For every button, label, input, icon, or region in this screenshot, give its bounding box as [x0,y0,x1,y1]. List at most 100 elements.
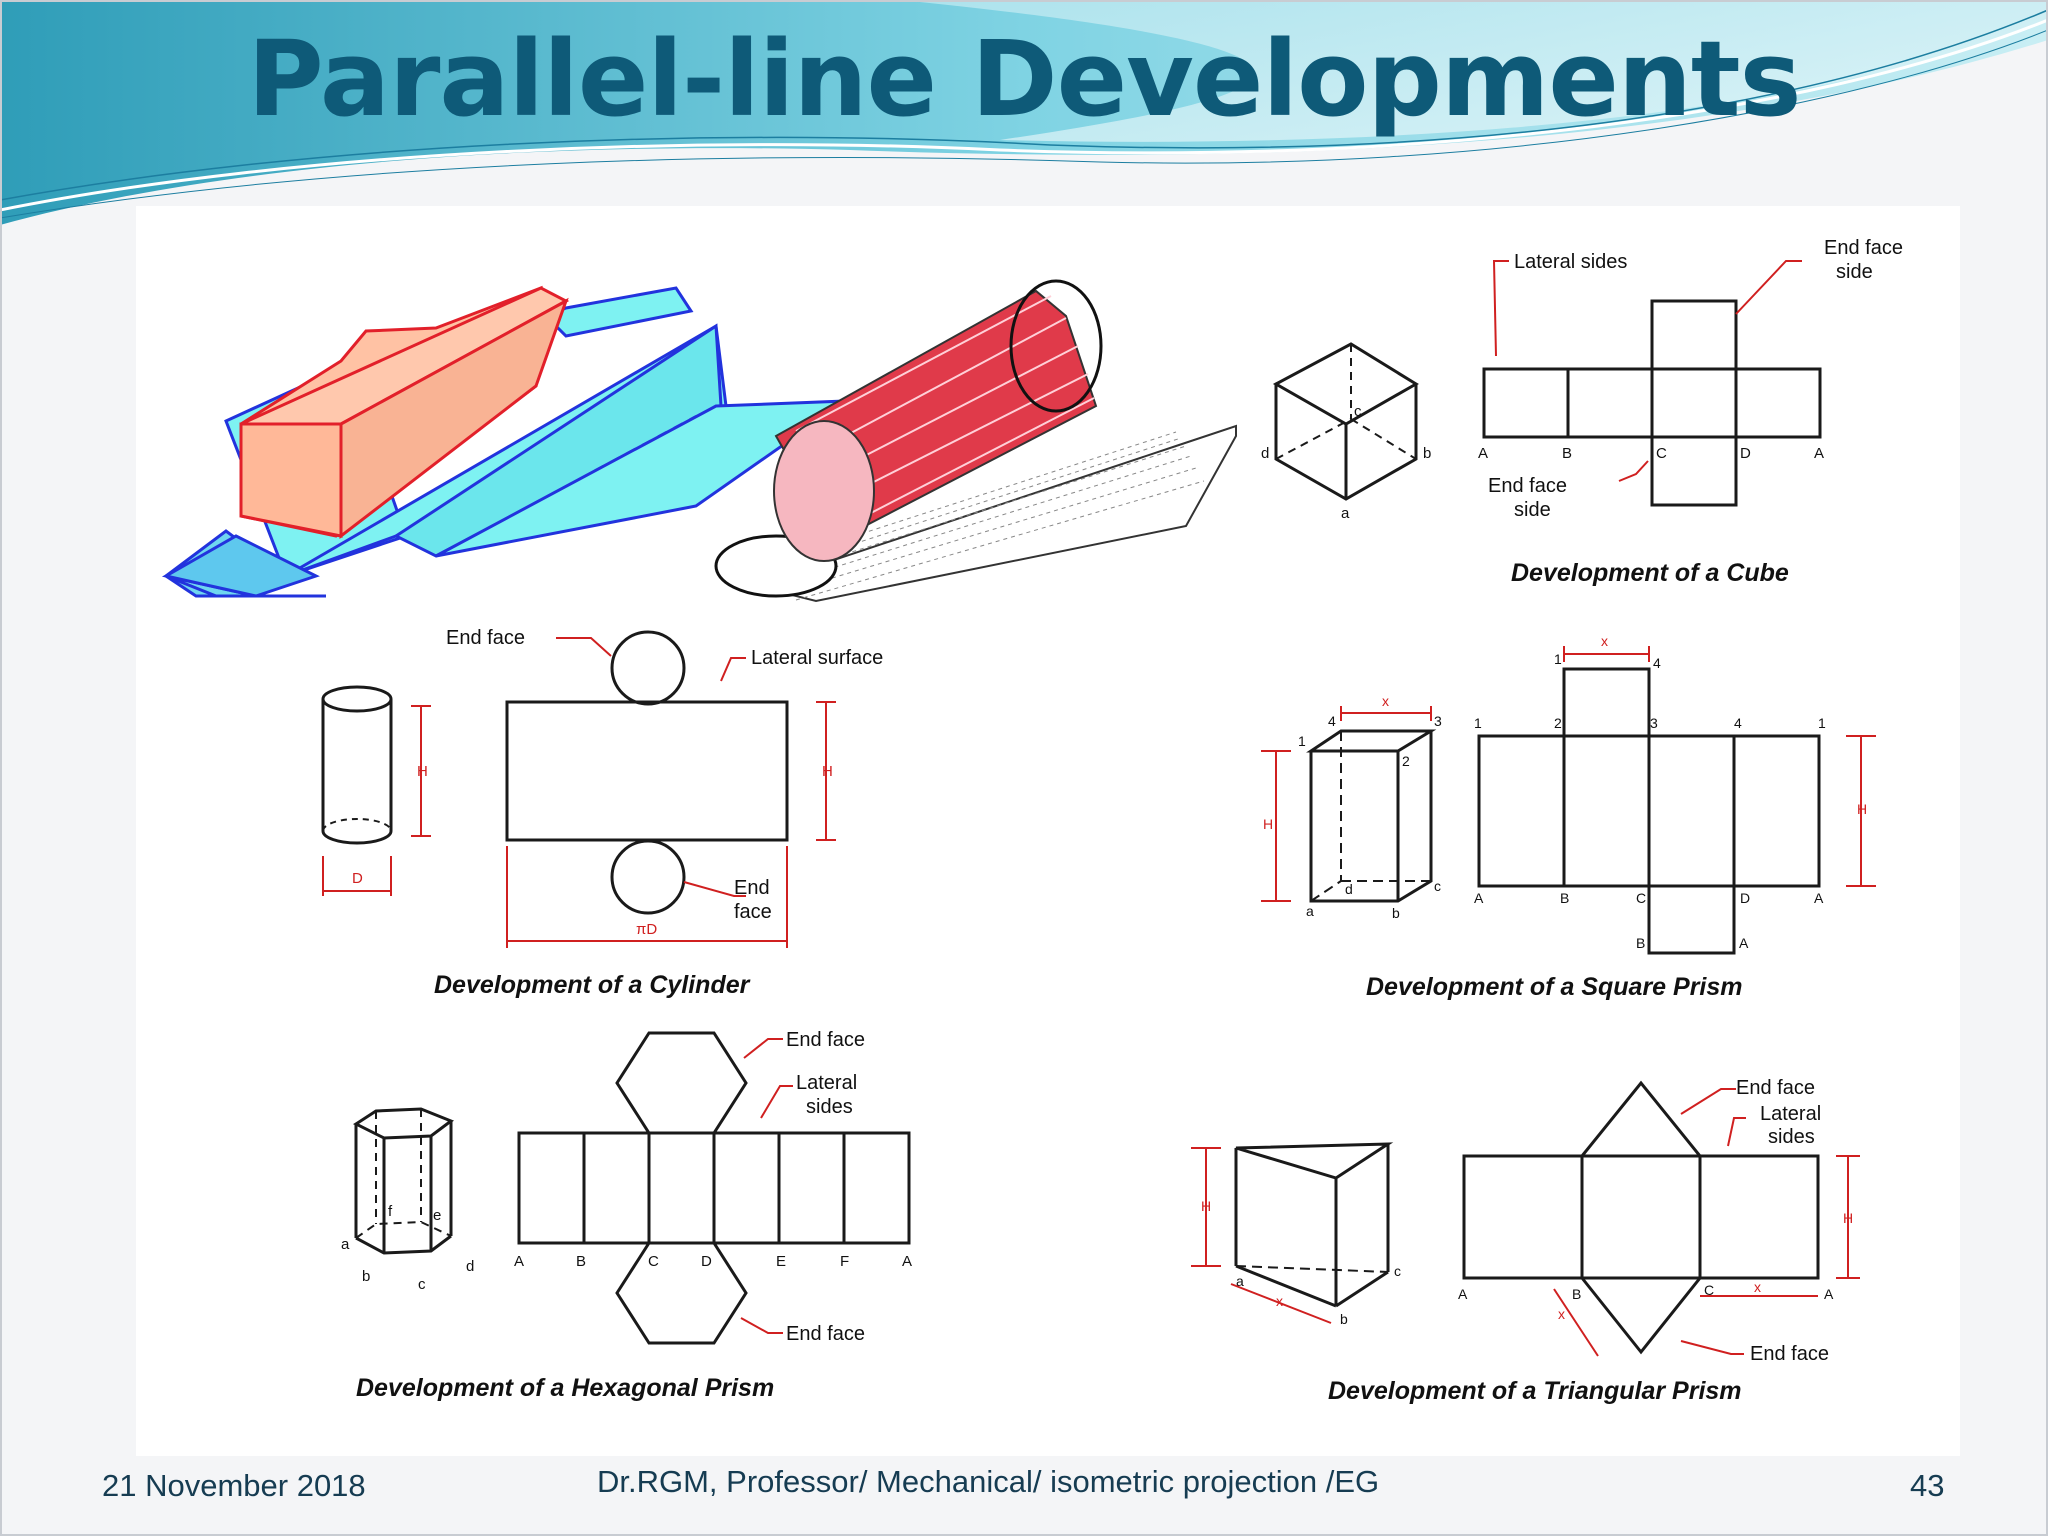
hex-iso-letter: c [418,1276,426,1293]
square-prism-letter: C [1636,890,1646,906]
cube-vertex-label: D [1740,445,1751,462]
hex-iso-letter: b [362,1268,370,1285]
triangular-prism-development [1191,1080,1860,1357]
square-prism-height-label: H [1857,801,1867,817]
tri-width-label: x [1276,1293,1283,1309]
square-prism-number: 2 [1554,715,1562,731]
hex-letter: A [902,1253,912,1270]
cube-vertex-label: B [1562,445,1572,462]
square-prism-iso-letter: d [1345,881,1353,897]
hex-lateral-line1: Lateral [796,1072,857,1094]
hex-letter: A [514,1253,524,1270]
square-prism-width-label: x [1382,693,1389,709]
hex-lateral-line2: sides [806,1096,853,1118]
square-prism-number: 3 [1650,715,1658,731]
square-prism-height-label: H [1263,816,1273,832]
cube-end-face-bottom-line2: side [1514,499,1551,521]
cube-iso-label: d [1261,445,1269,462]
hex-letter: D [701,1253,712,1270]
tri-letter: A [1824,1286,1834,1302]
cube-net [1482,299,1822,507]
square-prism-number: 1 [1554,651,1562,667]
square-prism-iso-number: 4 [1328,713,1336,729]
cube-vertex-label: A [1478,445,1488,462]
cube-end-face-top-line2: side [1836,261,1873,283]
square-prism-letter: A [1739,935,1749,951]
cube-lateral-label: Lateral sides [1514,251,1627,273]
tri-height-label: H [1843,1210,1853,1226]
hex-caption: Development of a Hexagonal Prism [356,1374,774,1402]
triangular-prism-isometric [1234,1142,1394,1308]
cylinder-end-face-top: End face [446,627,525,649]
tri-letter: A [1458,1286,1468,1302]
square-prism-letter: A [1474,890,1484,906]
cylinder-caption: Development of a Cylinder [434,971,751,999]
cylinder-lateral-label: Lateral surface [751,647,883,669]
box-unfolding-illustration [161,285,852,598]
square-prism-letter: A [1814,890,1824,906]
square-prism-development [1261,646,1876,955]
tri-lateral-line2: sides [1768,1126,1815,1148]
cube-end-face-bottom-line1: End face [1488,475,1567,497]
square-prism-iso-letter: a [1306,903,1314,919]
hexagonal-prism-development [352,1031,911,1345]
square-prism-number: 4 [1653,655,1661,671]
tri-letter: C [1704,1282,1714,1298]
square-prism-number: 1 [1474,715,1482,731]
square-prism-iso-letter: c [1434,878,1441,894]
hex-iso-letter: f [388,1203,393,1220]
hex-iso-letter: d [466,1258,474,1275]
square-prism-iso-number: 3 [1434,713,1442,729]
tri-width-label: x [1558,1306,1565,1322]
cube-end-face-top-line1: End face [1824,237,1903,259]
tri-width-label: x [1754,1279,1761,1295]
square-prism-width-label: x [1601,633,1608,649]
cylinder-unrolling-illustration [714,279,1237,603]
cylinder-diameter-label: D [352,870,363,887]
cube-vertex-label: C [1656,445,1667,462]
square-prism-number: 4 [1734,715,1742,731]
hex-letter: C [648,1253,659,1270]
tri-iso-letter: a [1236,1273,1244,1289]
cube-isometric [1272,342,1419,501]
hexagonal-prism-isometric [352,1107,455,1255]
square-prism-letter: B [1636,935,1645,951]
tri-end-face-top: End face [1736,1077,1815,1099]
tri-iso-letter: b [1340,1311,1348,1327]
cube-development [1272,260,1822,507]
square-prism-letter: B [1560,890,1569,906]
footer-date: 21 November 2018 [102,1468,366,1503]
hex-letter: F [840,1253,849,1270]
cube-vertex-label: A [1814,445,1824,462]
cylinder-isometric [321,685,393,845]
hex-end-face-top: End face [786,1029,865,1051]
hex-letter: B [576,1253,586,1270]
cube-iso-label: c [1354,403,1362,420]
developments-figure: Lateral sides End face side End face sid… [136,206,1960,1456]
cylinder-circumference-label: πD [636,921,657,938]
cube-iso-label: b [1423,445,1431,462]
square-prism-caption: Development of a Square Prism [1366,973,1743,1001]
tri-lateral-line1: Lateral [1760,1103,1821,1125]
footer-page-number: 43 [1910,1468,1945,1503]
hex-iso-letter: e [433,1207,441,1224]
developments-illustration: Lateral sides End face side End face sid… [161,237,1903,1405]
cylinder-net [505,630,789,915]
square-prism-net [1477,667,1821,955]
cylinder-height-label: H [822,763,833,780]
cube-caption: Development of a Cube [1511,559,1789,587]
cube-iso-label: a [1341,505,1350,522]
square-prism-letter: D [1740,890,1750,906]
square-prism-number: 1 [1818,715,1826,731]
cylinder-development [321,630,836,948]
tri-height-label: H [1201,1198,1211,1214]
square-prism-isometric [1306,729,1437,903]
hexagonal-prism-net [517,1031,911,1345]
footer-author: Dr.RGM, Professor/ Mechanical/ isometric… [597,1464,1380,1499]
hex-end-face-bottom: End face [786,1323,865,1345]
tri-caption: Development of a Triangular Prism [1328,1377,1742,1405]
square-prism-iso-number: 2 [1402,753,1410,769]
cylinder-end-face-bottom-line2: face [734,901,772,923]
triangular-prism-net [1462,1080,1820,1355]
tri-letter: B [1572,1286,1581,1302]
